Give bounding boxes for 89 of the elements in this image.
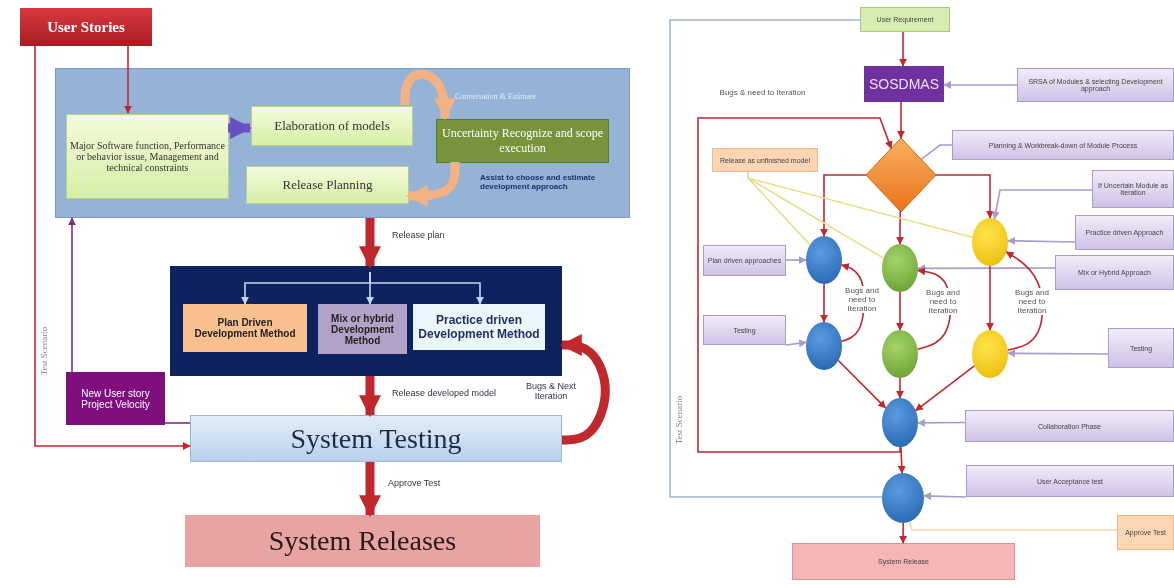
arrow bbox=[896, 377, 904, 399]
process-circle bbox=[972, 330, 1008, 378]
arrow bbox=[34, 45, 191, 450]
process-box bbox=[703, 245, 786, 276]
node-label: Mix or hybrid Development Method bbox=[330, 312, 395, 346]
arrow bbox=[359, 218, 381, 269]
node-label: System Releases bbox=[268, 525, 457, 557]
process-box bbox=[952, 130, 1174, 160]
arrow bbox=[899, 31, 907, 67]
arrow bbox=[359, 376, 381, 418]
note-label: Conversation & Estimate bbox=[455, 92, 537, 101]
node-label: Major Software function, Performance or behavior issue, Management and technical constraints bbox=[69, 140, 226, 173]
process-box bbox=[246, 166, 409, 204]
process-circle bbox=[972, 218, 1008, 266]
requirement-box bbox=[860, 7, 950, 32]
arrow bbox=[1007, 236, 1076, 245]
story-box bbox=[20, 8, 152, 46]
method-panel bbox=[170, 266, 562, 376]
node-label: User Stories bbox=[47, 18, 125, 36]
arrow bbox=[896, 291, 904, 331]
arrow bbox=[1007, 349, 1109, 358]
node-label: Release Planning bbox=[282, 177, 373, 193]
arrow bbox=[897, 101, 905, 139]
node-label: Elaboration of models bbox=[274, 118, 390, 134]
node-label: Uncertainty Recognize and scope execution bbox=[441, 126, 604, 156]
edge-label: Bugs and need to Iteration bbox=[843, 286, 881, 313]
connector-line bbox=[164, 422, 191, 424]
node-label: SOSDMAS bbox=[869, 76, 939, 92]
node-label: Practice driven Development Method bbox=[417, 313, 541, 341]
arrow bbox=[991, 189, 1093, 220]
process-circle bbox=[882, 398, 918, 447]
node-label: Plan Driven Development Method bbox=[193, 317, 297, 339]
decision-diamond bbox=[866, 138, 936, 212]
velocity-box bbox=[66, 372, 165, 425]
arrow bbox=[986, 265, 994, 331]
arrow bbox=[785, 256, 807, 265]
node-label: System Testing bbox=[290, 422, 462, 455]
process-circle bbox=[882, 473, 924, 523]
process-circle bbox=[806, 236, 842, 284]
arrow bbox=[896, 210, 904, 245]
process-box bbox=[703, 315, 786, 345]
method-box bbox=[183, 304, 307, 352]
arrow bbox=[935, 174, 994, 219]
process-circle bbox=[806, 322, 842, 370]
arrow bbox=[917, 418, 966, 427]
process-box bbox=[1092, 170, 1174, 208]
sosdmas-box bbox=[864, 66, 944, 102]
arrow bbox=[914, 365, 976, 412]
callout-box bbox=[712, 148, 818, 172]
arrow bbox=[820, 174, 867, 237]
method-box bbox=[413, 304, 545, 350]
process-box bbox=[66, 114, 229, 199]
arrow bbox=[400, 69, 456, 121]
arrow bbox=[697, 117, 901, 453]
vertical-label: Test Scenario bbox=[674, 394, 685, 447]
arrow bbox=[899, 522, 908, 544]
arrow bbox=[897, 446, 906, 474]
arrow bbox=[359, 462, 381, 518]
vertical-label: Test Scenario bbox=[39, 325, 50, 378]
arrow bbox=[68, 217, 76, 373]
process-box bbox=[1108, 328, 1174, 368]
process-box bbox=[1017, 68, 1174, 102]
arrow bbox=[923, 492, 967, 501]
process-box bbox=[965, 410, 1174, 442]
testing-box bbox=[190, 415, 562, 462]
arrow bbox=[820, 283, 828, 323]
arrow bbox=[228, 117, 253, 139]
process-box bbox=[436, 119, 609, 163]
arrow bbox=[785, 339, 807, 348]
process-box bbox=[251, 106, 413, 146]
process-circle bbox=[882, 330, 918, 378]
process-box bbox=[1055, 255, 1174, 290]
process-panel bbox=[55, 68, 630, 218]
approve-box bbox=[1117, 515, 1174, 550]
connector-line bbox=[669, 19, 883, 498]
process-box bbox=[1075, 215, 1174, 250]
arrow bbox=[943, 81, 1018, 89]
arrow bbox=[369, 271, 484, 305]
method-box bbox=[318, 304, 407, 354]
release-box bbox=[792, 543, 1015, 580]
process-circle bbox=[882, 244, 918, 292]
release-box bbox=[185, 515, 540, 567]
arrow bbox=[837, 359, 887, 409]
arrow bbox=[124, 45, 132, 114]
connector-line bbox=[920, 144, 953, 161]
connector-line bbox=[908, 520, 1118, 531]
process-box bbox=[966, 465, 1174, 497]
note-label: Assist to choose and estimate development approach bbox=[480, 173, 597, 191]
node-label: New User story Project Velocity bbox=[80, 387, 151, 410]
